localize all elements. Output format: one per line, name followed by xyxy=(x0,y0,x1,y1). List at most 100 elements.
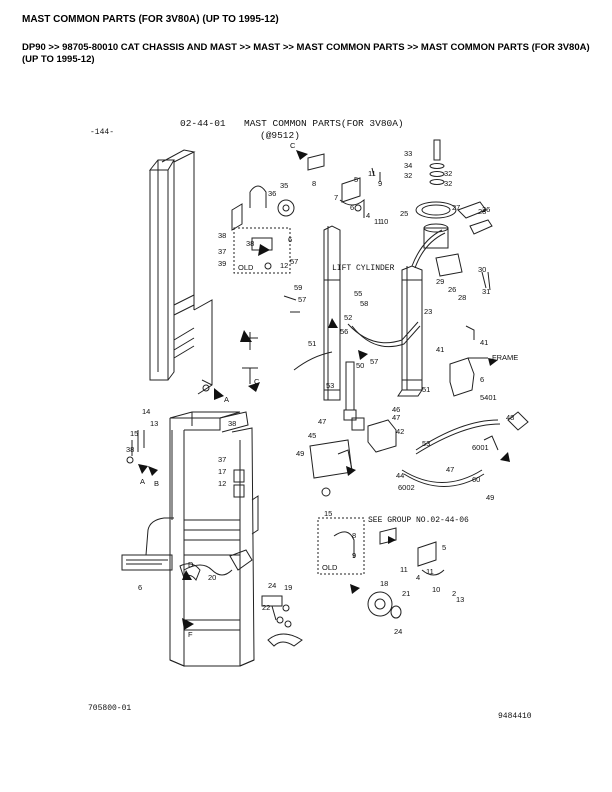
svg-text:4: 4 xyxy=(416,573,420,582)
lift-cylinder xyxy=(323,225,446,401)
old-tag-lower: OLD xyxy=(322,563,338,572)
svg-text:32: 32 xyxy=(444,169,452,178)
svg-text:26: 26 xyxy=(482,205,490,214)
svg-text:34: 34 xyxy=(404,161,412,170)
svg-text:37: 37 xyxy=(218,247,226,256)
svg-text:11: 11 xyxy=(374,217,382,226)
svg-text:8: 8 xyxy=(312,179,316,188)
svg-text:32: 32 xyxy=(404,171,412,180)
svg-text:25: 25 xyxy=(400,209,408,218)
svg-text:38: 38 xyxy=(126,445,134,454)
page-number: -144- xyxy=(90,128,114,137)
svg-text:24: 24 xyxy=(268,581,276,590)
svg-text:45: 45 xyxy=(308,431,316,440)
svg-text:9: 9 xyxy=(378,179,382,188)
svg-text:37: 37 xyxy=(218,455,226,464)
svg-text:28: 28 xyxy=(458,293,466,302)
svg-text:2: 2 xyxy=(452,589,456,598)
bracket-group-top xyxy=(307,153,381,218)
svg-text:5: 5 xyxy=(354,175,358,184)
arrow-a-left xyxy=(214,388,224,400)
svg-text:53: 53 xyxy=(422,439,430,448)
svg-text:6: 6 xyxy=(138,583,142,592)
arrow-a-lower xyxy=(138,464,148,474)
svg-text:27: 27 xyxy=(452,203,460,212)
svg-text:4: 4 xyxy=(366,211,370,220)
reference-code: 9484410 xyxy=(498,712,532,721)
svg-text:10: 10 xyxy=(432,585,440,594)
svg-text:51: 51 xyxy=(422,385,430,394)
svg-text:50: 50 xyxy=(356,361,364,370)
svg-text:47: 47 xyxy=(392,413,400,422)
cylinder-head-bracket xyxy=(415,139,457,249)
arrow-frame xyxy=(488,358,498,366)
svg-text:47: 47 xyxy=(446,465,454,474)
svg-text:F: F xyxy=(188,630,193,639)
svg-text:58: 58 xyxy=(360,299,368,308)
svg-text:11: 11 xyxy=(368,169,376,178)
svg-text:A: A xyxy=(224,395,229,404)
svg-text:11: 11 xyxy=(400,565,408,574)
arrow-d-upper xyxy=(328,318,338,328)
svg-text:41: 41 xyxy=(436,345,444,354)
svg-text:53: 53 xyxy=(326,381,334,390)
line-art xyxy=(121,139,529,667)
drawing-code: 705800-01 xyxy=(88,704,131,713)
svg-text:B: B xyxy=(154,479,159,488)
lift-cylinder-label: LIFT CYLINDER xyxy=(332,264,395,273)
svg-text:49: 49 xyxy=(296,449,304,458)
svg-text:59: 59 xyxy=(294,283,302,292)
svg-text:A: A xyxy=(140,477,145,486)
svg-text:15: 15 xyxy=(130,429,138,438)
arrow-b-right xyxy=(388,536,396,544)
outer-mast-upper xyxy=(148,149,213,395)
svg-text:57: 57 xyxy=(290,257,298,266)
svg-text:23: 23 xyxy=(424,307,432,316)
svg-text:12: 12 xyxy=(218,479,226,488)
arrow-b-lower xyxy=(148,466,158,476)
svg-text:52: 52 xyxy=(344,313,352,322)
svg-text:11: 11 xyxy=(426,567,434,576)
breadcrumb[interactable]: DP90 >> 98705-80010 CAT CHASSIS AND MAST… xyxy=(22,42,590,65)
svg-text:C: C xyxy=(290,141,296,150)
svg-text:32: 32 xyxy=(444,179,452,188)
svg-text:48: 48 xyxy=(506,413,514,422)
svg-text:13: 13 xyxy=(150,419,158,428)
arrow-d-lower xyxy=(182,570,192,580)
svg-text:56: 56 xyxy=(340,327,348,336)
svg-text:17: 17 xyxy=(218,467,226,476)
svg-text:55: 55 xyxy=(354,289,362,298)
hose-roller-assembly xyxy=(231,185,295,231)
parts-diagram: -144- 02-44-01 MAST COMMON PARTS(FOR 3V8… xyxy=(62,100,572,740)
svg-text:31: 31 xyxy=(482,287,490,296)
arrow-e-right xyxy=(500,452,510,462)
svg-text:38: 38 xyxy=(228,419,236,428)
svg-text:51: 51 xyxy=(308,339,316,348)
svg-text:6: 6 xyxy=(350,203,354,212)
svg-text:5401: 5401 xyxy=(480,393,497,402)
group-code: 02-44-01 xyxy=(180,118,226,129)
svg-text:9: 9 xyxy=(352,551,356,560)
svg-text:41: 41 xyxy=(480,338,488,347)
svg-text:22: 22 xyxy=(262,603,270,612)
see-group-note: SEE GROUP NO.02-44-06 xyxy=(368,516,469,525)
exploded-view: -144- 02-44-01 MAST COMMON PARTS(FOR 3V8… xyxy=(88,118,532,721)
arrow-a-right xyxy=(350,584,360,594)
svg-text:38: 38 xyxy=(218,231,226,240)
old-tag-upper: OLD xyxy=(238,263,254,272)
direction-arrows xyxy=(138,150,510,630)
svg-text:19: 19 xyxy=(284,583,292,592)
frame-label: FRAME xyxy=(492,353,518,362)
svg-text:24: 24 xyxy=(394,627,402,636)
svg-text:39: 39 xyxy=(218,259,226,268)
svg-text:18: 18 xyxy=(380,579,388,588)
svg-text:36: 36 xyxy=(268,189,276,198)
svg-text:5: 5 xyxy=(442,543,446,552)
svg-text:6002: 6002 xyxy=(398,483,415,492)
svg-text:47: 47 xyxy=(318,417,326,426)
diagram-subtitle: (@9512) xyxy=(260,130,300,141)
diagram-title: MAST COMMON PARTS(FOR 3V80A) xyxy=(244,118,404,129)
svg-text:7: 7 xyxy=(334,193,338,202)
svg-text:12: 12 xyxy=(280,261,288,270)
callouts: C C A A B F D 33 34 32 32 32 25 27 28 26… xyxy=(126,141,514,639)
